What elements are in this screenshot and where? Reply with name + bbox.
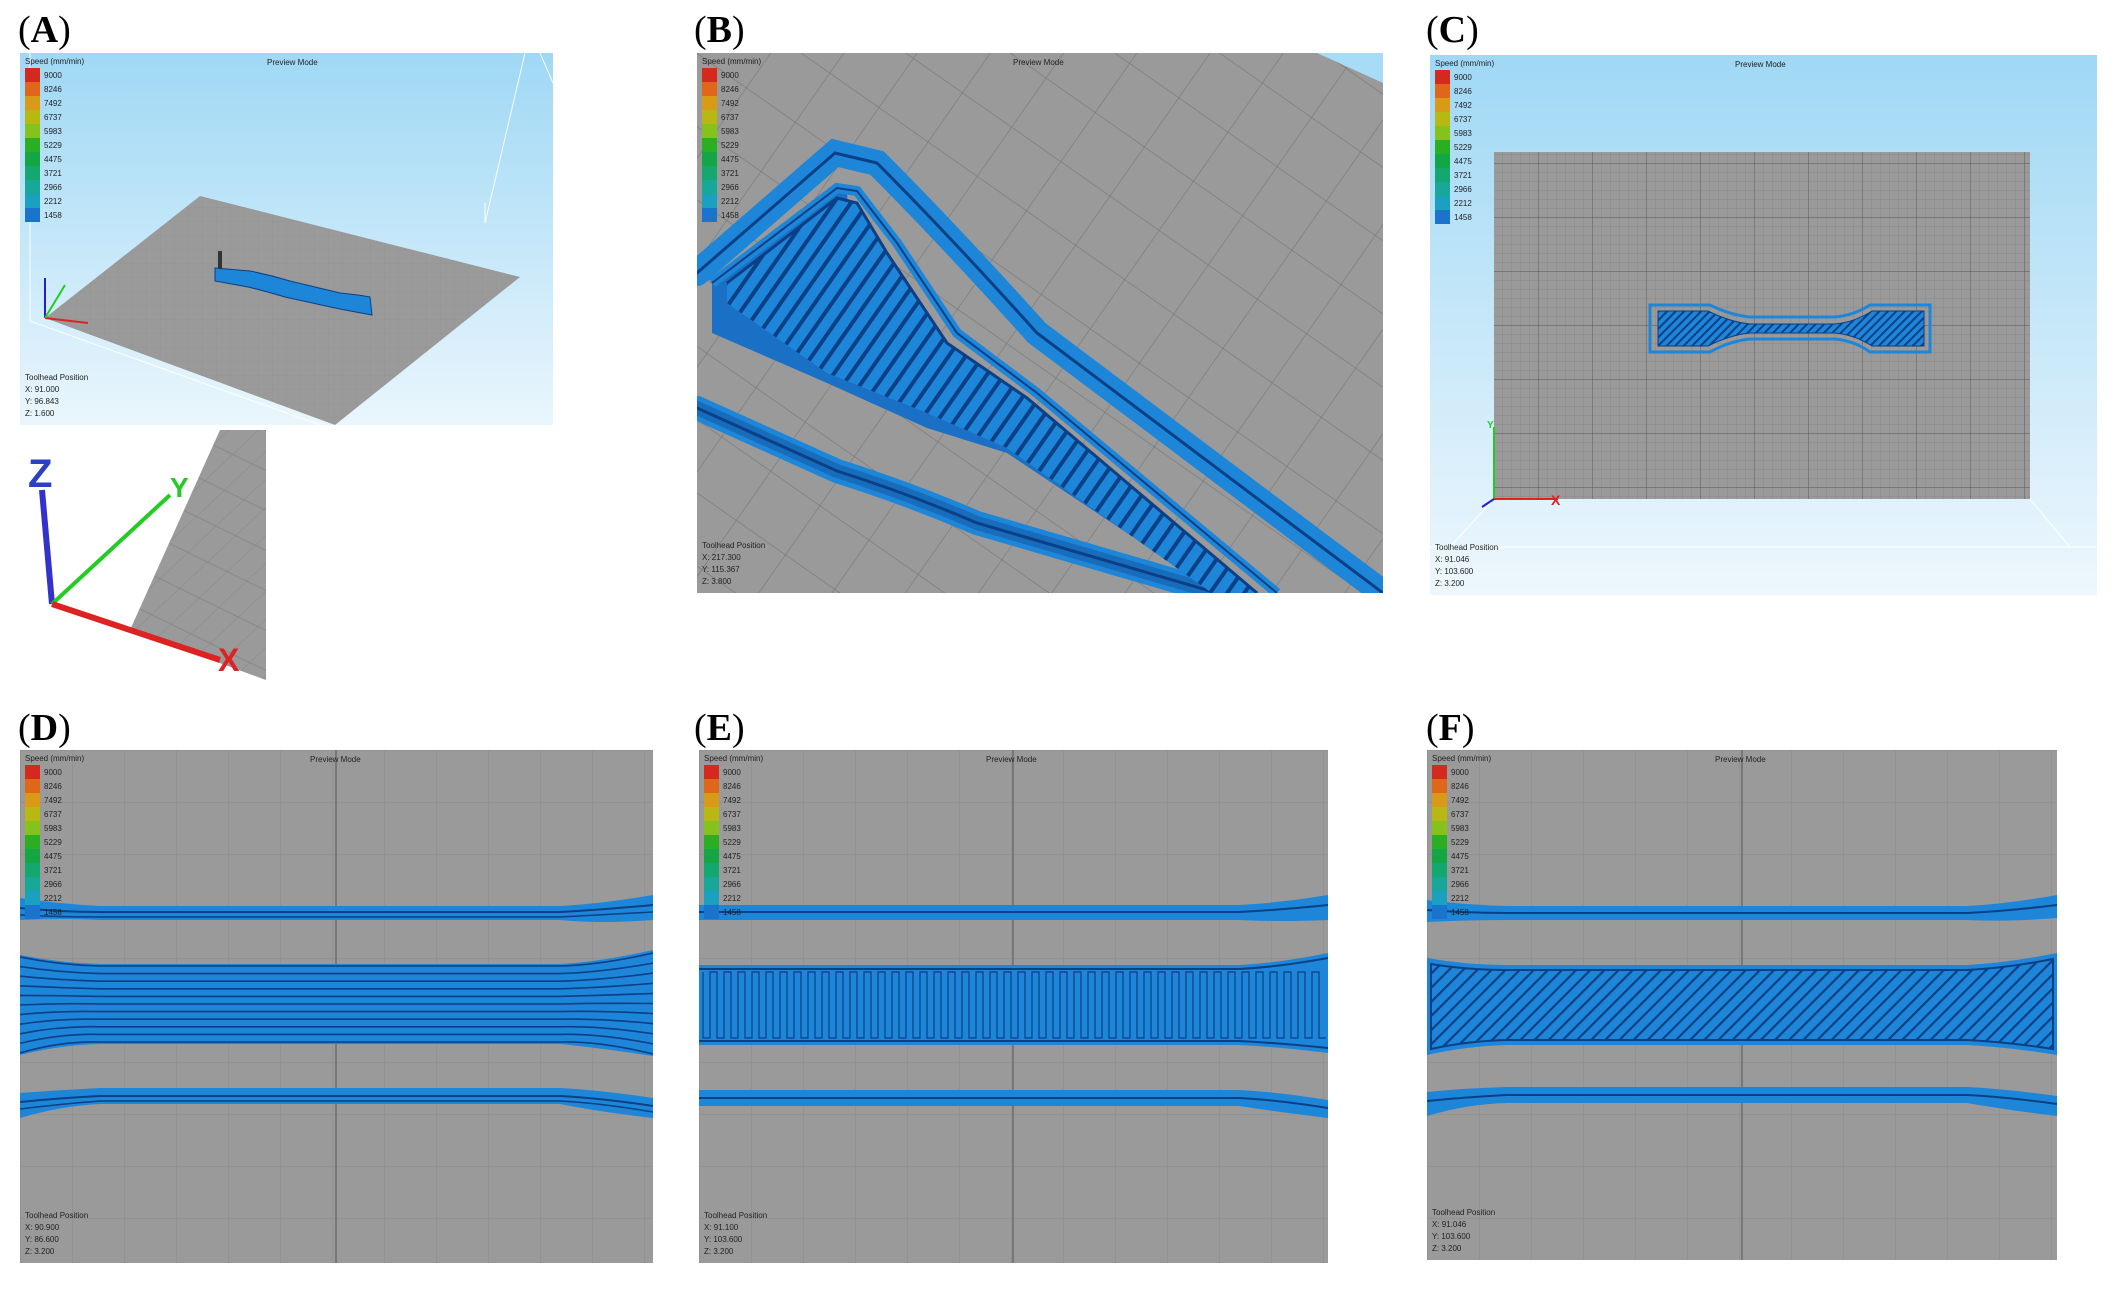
print-bed-a xyxy=(45,196,520,425)
label-d: (D) xyxy=(18,707,71,749)
label-c: (C) xyxy=(1426,9,1479,51)
label-a: (A) xyxy=(18,9,71,51)
lower-skirt-e xyxy=(699,1090,1328,1118)
label-f: (F) xyxy=(1426,707,1475,749)
upper-skirt-e xyxy=(699,895,1328,921)
label-b: (B) xyxy=(694,9,745,51)
upper-skirt-d xyxy=(20,895,653,922)
gauge-section-d xyxy=(20,950,653,1056)
lower-skirt-d xyxy=(20,1088,653,1118)
gauge-section-e xyxy=(699,953,1328,1053)
dogbone-part-a xyxy=(214,251,373,316)
gauge-section-f xyxy=(1427,953,2057,1055)
label-e: (E) xyxy=(694,707,745,749)
lower-skirt-f xyxy=(1427,1087,2057,1116)
dogbone-part-c xyxy=(1648,303,1932,354)
axis-zoom-inset: Z Y X xyxy=(20,430,266,698)
upper-skirt-f xyxy=(1427,895,2057,922)
